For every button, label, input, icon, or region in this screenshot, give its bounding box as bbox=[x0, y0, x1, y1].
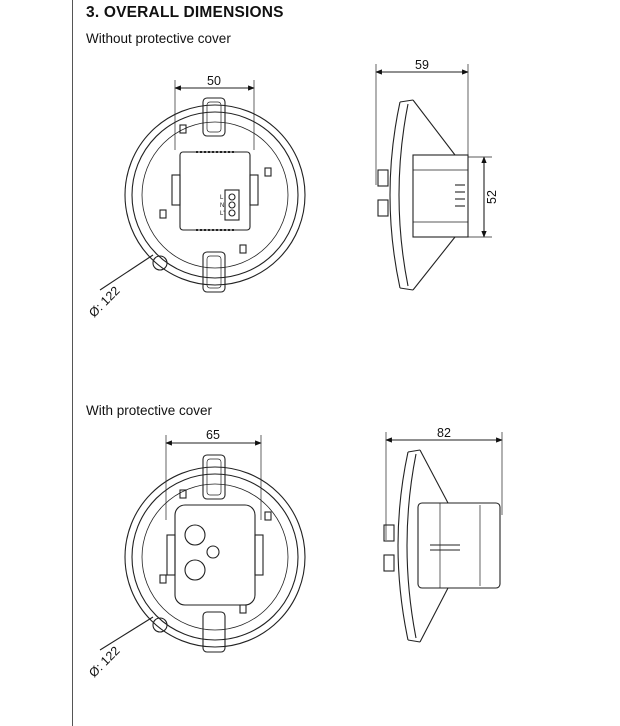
section-title: 3. OVERALL DIMENSIONS bbox=[86, 4, 284, 21]
page-margin-rule bbox=[72, 0, 73, 726]
dim-height-without-cover: 52 bbox=[485, 190, 499, 204]
side-view-without-cover bbox=[375, 64, 492, 291]
front-view-without-cover bbox=[99, 80, 306, 293]
subtitle-without-cover: Without protective cover bbox=[86, 31, 231, 46]
dim-width-without-cover: 50 bbox=[207, 74, 221, 88]
front-view-with-cover bbox=[99, 435, 306, 653]
terminal-mark-lprime: L' bbox=[220, 211, 224, 217]
subtitle-with-cover: With protective cover bbox=[86, 403, 213, 418]
terminal-mark-l: L bbox=[220, 195, 224, 201]
dim-depth-with-cover: 82 bbox=[437, 426, 451, 440]
terminal-mark-n: N bbox=[220, 203, 224, 209]
dim-width-with-cover: 65 bbox=[206, 428, 220, 442]
side-view-with-cover bbox=[383, 432, 503, 643]
dim-depth-without-cover: 59 bbox=[415, 58, 429, 72]
dim-diameter-without-cover: Ø: 122 bbox=[86, 284, 122, 320]
dim-diameter-with-cover: Ø: 122 bbox=[86, 644, 122, 680]
